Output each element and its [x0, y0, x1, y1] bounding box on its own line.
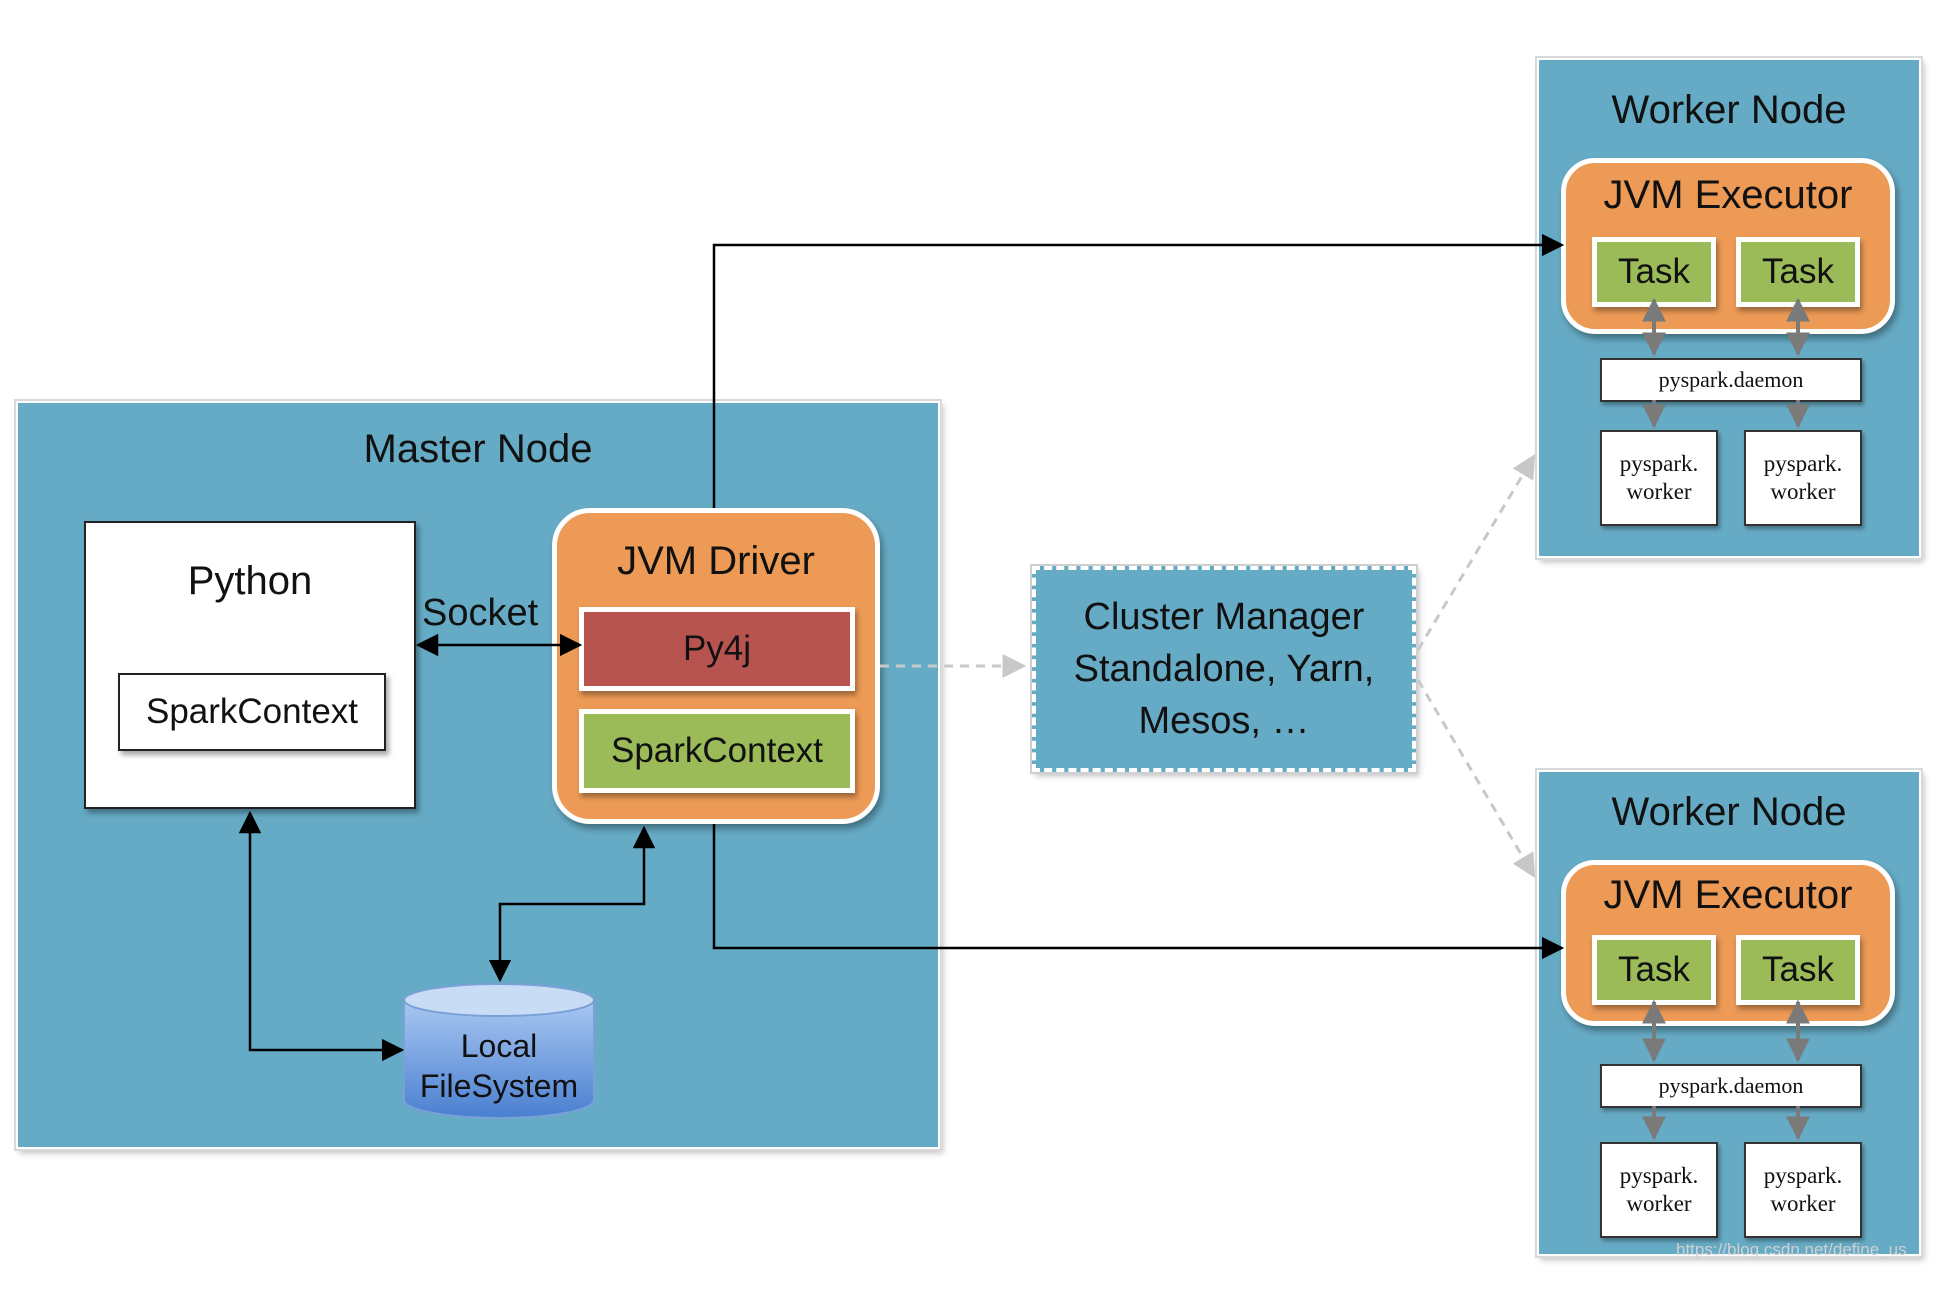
task-2a-label: Task	[1618, 950, 1690, 989]
cylinder-icon	[403, 983, 595, 1119]
pyspark-worker-2a: pyspark. worker	[1600, 1142, 1718, 1238]
pyspark-worker-2b-line1: pyspark.	[1763, 1163, 1843, 1188]
driver-sparkcontext-box: SparkContext	[579, 709, 855, 793]
jvm-driver-title: JVM Driver	[617, 539, 815, 583]
jvm-driver-box: JVM Driver Py4j SparkContext	[552, 508, 880, 824]
python-sparkcontext-label: SparkContext	[145, 692, 359, 731]
pyspark-worker-1b-line2: worker	[1770, 479, 1836, 504]
task-1a-label: Task	[1618, 252, 1690, 291]
driver-worker1-connector	[712, 233, 1565, 508]
cluster-manager-box: Cluster Manager Standalone, Yarn, Mesos,…	[1032, 566, 1416, 772]
python-box: Python SparkContext	[84, 521, 416, 809]
pyspark-worker-1a-line1: pyspark.	[1619, 451, 1699, 476]
pyspark-worker-2b-line2: worker	[1770, 1191, 1836, 1216]
pyspark-worker-1a: pyspark. worker	[1600, 430, 1718, 526]
pyspark-worker-2a-line1: pyspark.	[1619, 1163, 1699, 1188]
cluster-worker1-connector	[1416, 453, 1536, 651]
cluster-manager-line3: Mesos, …	[1138, 700, 1310, 742]
filesystem-label-line2: FileSystem	[419, 1068, 579, 1104]
pyspark-daemon-1-label: pyspark.daemon	[1658, 367, 1804, 392]
py4j-label: Py4j	[682, 629, 752, 668]
pyspark-daemon-2-label: pyspark.daemon	[1658, 1073, 1804, 1098]
pyspark-daemon-1: pyspark.daemon	[1600, 358, 1862, 402]
task-2b-label: Task	[1762, 950, 1834, 989]
socket-label: Socket	[422, 592, 539, 634]
worker-node-2-title: Worker Node	[1611, 790, 1847, 834]
filesystem-label-line1: Local	[460, 1028, 538, 1064]
cluster-worker2-connector	[1416, 679, 1536, 879]
pyspark-worker-2a-line2: worker	[1626, 1191, 1692, 1216]
master-node-title: Master Node	[363, 427, 593, 471]
task-2b: Task	[1736, 935, 1860, 1005]
pyspark-worker-2b: pyspark. worker	[1744, 1142, 1862, 1238]
jvm-executor-2-title: JVM Executor	[1603, 873, 1853, 917]
task-1b-label: Task	[1762, 252, 1834, 291]
python-title: Python	[187, 559, 313, 603]
pyspark-daemon-2: pyspark.daemon	[1600, 1064, 1862, 1108]
worker-node-1-title: Worker Node	[1611, 88, 1847, 132]
local-filesystem-cylinder: Local FileSystem	[402, 982, 596, 1122]
pyspark-worker-1b: pyspark. worker	[1744, 430, 1862, 526]
driver-sparkcontext-label: SparkContext	[610, 731, 824, 770]
driver-filesystem-connector	[488, 825, 656, 983]
driver-worker2-connector	[712, 824, 1565, 960]
py4j-box: Py4j	[579, 607, 855, 691]
jvm-executor-1-title: JVM Executor	[1603, 173, 1853, 217]
watermark: https://blog.csdn.net/define_us	[1676, 1240, 1907, 1259]
cluster-manager-line1: Cluster Manager	[1083, 596, 1365, 638]
cluster-manager-line2: Standalone, Yarn,	[1073, 648, 1375, 690]
python-sparkcontext-box: SparkContext	[118, 673, 386, 751]
python-filesystem-connector	[238, 810, 405, 1062]
pyspark-worker-1b-line1: pyspark.	[1763, 451, 1843, 476]
pyspark-worker-1a-line2: worker	[1626, 479, 1692, 504]
